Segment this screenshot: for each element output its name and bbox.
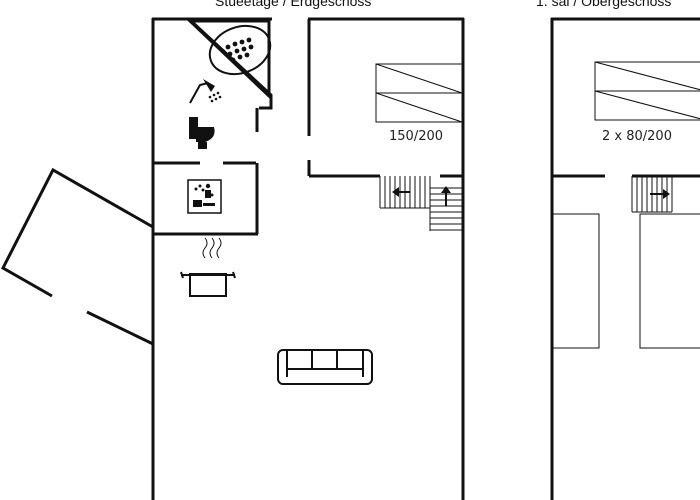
toilet-icon: [189, 117, 215, 149]
sauna-icon: [187, 179, 222, 214]
upper-floor-walls: [550, 17, 700, 500]
stairs-icon-upper: [631, 176, 673, 213]
bed-label-ground: 150/200: [389, 129, 443, 144]
stairs-down-icon: [392, 187, 410, 197]
kitchen-pot-icon: [180, 237, 236, 297]
sofa-icon: [277, 349, 373, 385]
single-beds-icon: [594, 61, 700, 121]
ground-floor-walls: [151, 17, 465, 500]
bed-label-upper: 2 x 80/200: [602, 129, 672, 144]
bathtub-icon: [186, 19, 272, 100]
floor-title-upper: 1. sal / Obergeschoss: [536, 0, 672, 9]
terrace: [1, 167, 154, 346]
stairs-up-icon-upper: [650, 189, 670, 199]
shower-icon: [189, 79, 222, 104]
floor-title-ground: Stueetage / Erdgeschoss: [215, 0, 372, 9]
stairs-up-icon: [441, 186, 451, 206]
double-bed-icon: [375, 63, 463, 123]
stairs-icon-ground: [379, 176, 462, 231]
